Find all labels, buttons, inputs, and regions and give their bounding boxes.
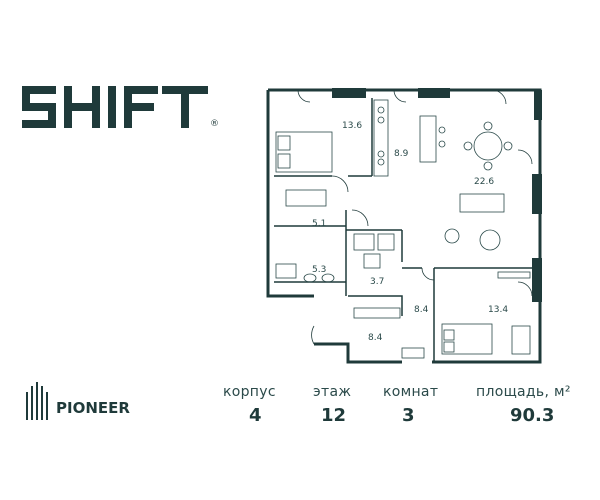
value-area: 90.3 [510,405,555,426]
pioneer-icon: PIONEER [26,382,130,420]
area-wardrobe: 5.1 [312,219,326,229]
label-rooms: комнат [383,384,439,400]
label-floor: этаж [313,384,352,400]
area-bedroom-left: 13.6 [342,121,362,131]
value-building: 4 [249,405,262,426]
area-corridor: 8.4 [414,305,429,315]
area-bathroom-left: 5.3 [312,265,326,275]
pioneer-wordmark: PIONEER [56,399,130,417]
area-toilet: 3.7 [370,277,384,287]
label-area: площадь, м² [476,384,571,400]
label-building: корпус [223,384,276,400]
pioneer-logo: PIONEER [22,382,162,422]
area-bedroom-right: 13.4 [488,305,508,315]
area-kitchen: 8.9 [394,149,409,159]
area-living-room: 22.6 [474,177,494,187]
value-rooms: 3 [402,405,415,426]
floor-plan: 13.6 8.9 22.6 5.1 5.3 3.7 13.4 8.4 8.4 [266,88,542,364]
value-floor: 12 [321,405,347,426]
registered-mark: ® [210,119,219,128]
shift-logo: ® [22,86,219,128]
area-hall: 8.4 [368,333,383,343]
